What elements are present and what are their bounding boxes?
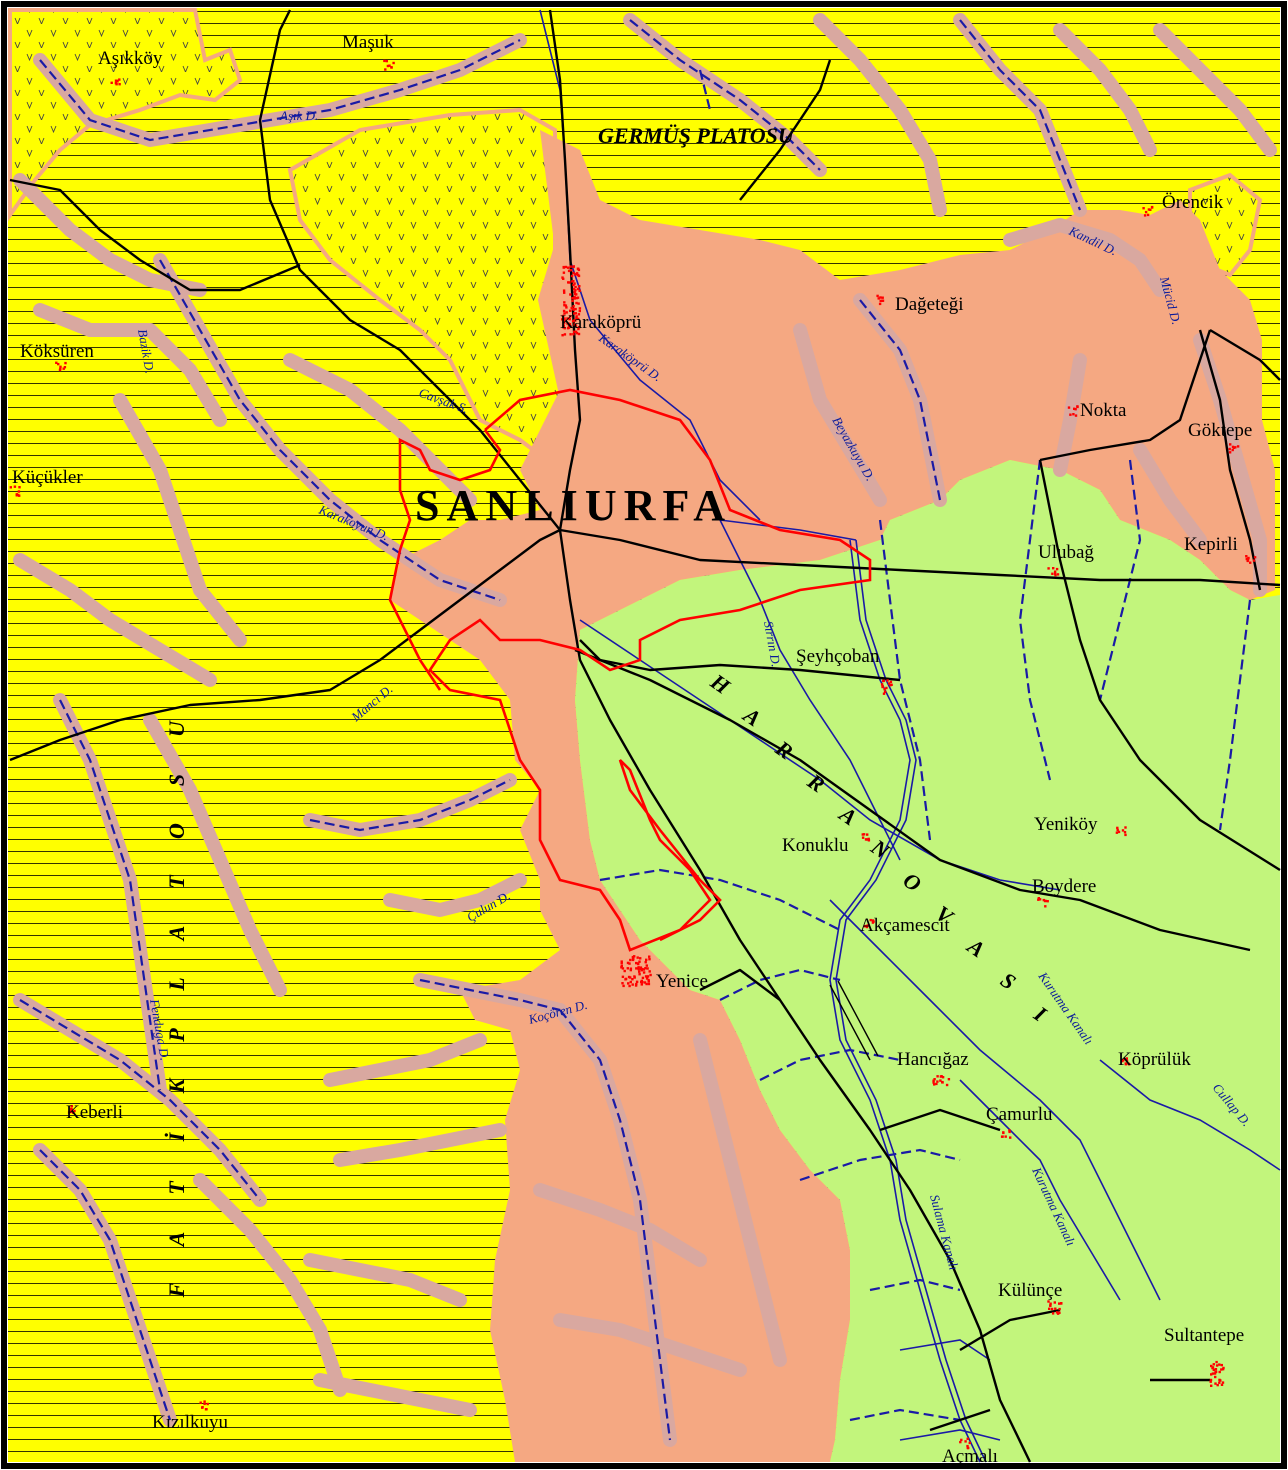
- svg-text:İ: İ: [164, 1131, 189, 1142]
- svg-text:K: K: [164, 1077, 189, 1094]
- settlement-marker-nokta: [1067, 405, 1079, 417]
- settlement-marker-kulunce: [1047, 1300, 1063, 1315]
- settlement-marker-kepirli: [1245, 555, 1257, 564]
- settlement-label-sultantepe: Sultantepe: [1164, 1325, 1244, 1346]
- settlement-label-karakopru: Karaköprü: [560, 312, 642, 333]
- settlement-label-orencik: Örencik: [1162, 192, 1224, 213]
- settlement-label-ulubag: Ulubağ: [1038, 542, 1094, 563]
- settlement-label-koprulu: Köprülük: [1118, 1049, 1191, 1070]
- settlement-label-yenice: Yenice: [656, 971, 708, 992]
- city-label-sanliurfa: SANLIURFA: [415, 481, 725, 530]
- plateau-top-northwest: [8, 8, 243, 222]
- municipal-boundary: [388, 388, 872, 952]
- settlement-label-kucukler: Küçükler: [12, 467, 83, 488]
- svg-text:O: O: [164, 823, 189, 839]
- settlement-label-dagetegi: Dağeteği: [895, 294, 964, 315]
- settlement-marker-dagetegi: [876, 294, 885, 306]
- svg-text:U: U: [164, 720, 189, 737]
- settlement-marker-koksuren: [55, 361, 67, 372]
- stream-label-asik: Aşık D.: [279, 108, 318, 123]
- settlement-marker-hanciagaz: [932, 1075, 951, 1087]
- svg-text:T: T: [164, 1180, 189, 1195]
- svg-text:A: A: [164, 1232, 189, 1249]
- settlement-label-keberli: Keberli: [66, 1102, 123, 1123]
- svg-text:L: L: [164, 977, 189, 991]
- settlement-marker-konuklu: [861, 833, 871, 842]
- settlement-marker-keberli: [67, 1105, 76, 1114]
- settlement-marker-yenikoy: [1115, 826, 1127, 837]
- settlement-label-konuklu: Konuklu: [782, 835, 849, 856]
- settlement-marker-orencik: [1142, 205, 1154, 217]
- settlement-label-koksuren: Köksüren: [20, 341, 94, 362]
- settlement-label-yenikoy: Yeniköy: [1034, 814, 1098, 835]
- slope-zone: [390, 130, 1275, 1462]
- settlement-label-hanciagaz: Hancığaz: [897, 1049, 969, 1070]
- settlement-marker-sultantepe: [1209, 1360, 1225, 1387]
- settlement-marker-boydere: [1037, 897, 1049, 908]
- settlement-marker-seyhcoban: [880, 679, 893, 695]
- settlement-label-kulunce: Külünçe: [998, 1280, 1062, 1301]
- settlement-label-kizilkuyu: Kızılkuyu: [152, 1412, 228, 1433]
- svg-text:F: F: [164, 1282, 189, 1298]
- svg-text:A: A: [164, 926, 189, 943]
- settlement-label-boydere: Boydere: [1032, 876, 1096, 897]
- settlement-marker-koprulu: [1121, 1057, 1131, 1066]
- region-label-germus: GERMÜŞ PLATOSU: [598, 123, 795, 148]
- stream-network: [19, 19, 1252, 1441]
- harran-plain: [575, 460, 1280, 1462]
- settlement-marker-goktepe: [1228, 443, 1240, 454]
- settlement-marker-kucukler: [9, 485, 21, 497]
- settlement-label-seyhcoban: Şeyhçoban: [796, 646, 880, 667]
- settlement-marker-camurlu: [1000, 1129, 1012, 1139]
- settlement-marker-asikkoy: [110, 78, 121, 86]
- svg-text:GERMÜŞ PLATOSU: GERMÜŞ PLATOSU: [598, 123, 795, 148]
- svg-text:P: P: [164, 1028, 189, 1043]
- settlement-label-asikkoy: Aşıkköy: [98, 48, 163, 69]
- settlement-marker-masuk: [383, 59, 395, 71]
- settlement-label-acmali: Açmalı: [942, 1446, 998, 1467]
- settlement-label-akcamescit: Akçamescit: [860, 915, 950, 936]
- railway: [829, 980, 879, 1061]
- settlement-label-camurlu: Çamurlu: [986, 1104, 1053, 1125]
- settlement-marker-kizilkuyu: [199, 1400, 209, 1411]
- settlement-markers: [9, 59, 1257, 1450]
- svg-text:S: S: [164, 774, 189, 786]
- road-network: [9, 9, 1281, 1463]
- settlement-marker-yenice: [620, 955, 652, 988]
- settlement-marker-ulubag: [1047, 567, 1060, 577]
- settlement-marker-akcamescit: [863, 918, 875, 929]
- settlement-label-goktepe: Göktepe: [1188, 420, 1252, 441]
- svg-text:T: T: [164, 874, 189, 889]
- settlement-label-kepirli: Kepirli: [1184, 534, 1238, 555]
- region-label-fatik: F A T İ K P L A T O S U: [164, 720, 189, 1298]
- settlement-marker-acmali: [959, 1437, 971, 1450]
- settlement-marker-karakopru: [561, 265, 582, 337]
- settlement-label-masuk: Maşuk: [342, 32, 394, 53]
- settlement-label-nokta: Nokta: [1080, 400, 1127, 421]
